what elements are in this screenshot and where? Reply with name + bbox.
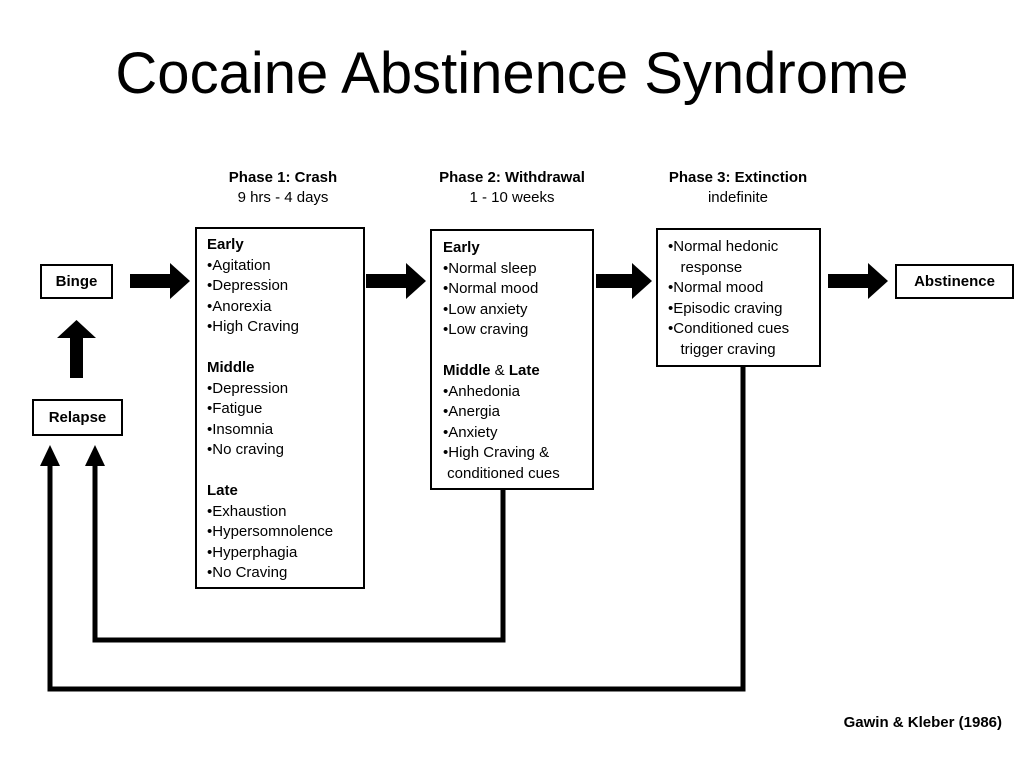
- symptom-item: •Normal mood: [668, 279, 764, 296]
- symptom-item: •Normal mood: [443, 280, 539, 297]
- symptom-item: •Hyperphagia: [207, 543, 298, 561]
- abstinence-box: Abstinence: [895, 264, 1014, 299]
- symptom-item: •Normal hedonic: [668, 238, 779, 255]
- symptom-item: •High Craving &: [443, 444, 550, 461]
- symptom-item: response: [668, 258, 743, 276]
- symptom-item: •Low craving: [443, 321, 529, 338]
- phase1-name: Phase 1: Crash: [228, 169, 338, 186]
- symptom-item: •Insomnia: [207, 420, 274, 438]
- phase1-header: Phase 1: Crash 9 hrs - 4 days: [198, 168, 368, 208]
- phase2-header: Phase 2: Withdrawal 1 - 10 weeks: [412, 168, 612, 208]
- symptom-item: •Normal sleep: [443, 259, 537, 277]
- phase2-section-early-title: Early: [443, 239, 480, 256]
- symptom-item: •Fatigue: [207, 400, 263, 417]
- symptom-item: •No Craving: [207, 564, 288, 581]
- phase1-section-middle-title: Middle: [207, 359, 255, 376]
- symptom-item: •Anorexia: [207, 297, 272, 315]
- phase2-section-middle-late-title: Middle & Late: [443, 361, 592, 382]
- phase2-ampersand: &: [490, 362, 509, 379]
- symptom-item: •Low anxiety: [443, 300, 528, 318]
- loop-phase3-arrowhead: [40, 445, 60, 466]
- symptom-item: •Anergia: [443, 403, 500, 420]
- symptom-item: •Depression: [207, 277, 289, 294]
- phase3-duration: indefinite: [707, 189, 769, 206]
- symptom-item: conditioned cues: [443, 464, 560, 482]
- symptom-item: •No craving: [207, 441, 284, 458]
- symptom-item: •Agitation: [207, 256, 271, 274]
- binge-label: Binge: [55, 273, 98, 290]
- phase3-name: Phase 3: Extinction: [668, 169, 808, 186]
- binge-box: Binge: [40, 264, 113, 299]
- relapse-label: Relapse: [48, 409, 107, 426]
- symptom-item: •Anxiety: [443, 423, 498, 441]
- arrow-relapse-to-binge: [57, 320, 96, 378]
- loop-phase3-to-relapse: [47, 366, 746, 692]
- loop-phase2-to-relapse: [92, 462, 506, 643]
- spacer: [207, 461, 363, 482]
- phase1-duration: 9 hrs - 4 days: [237, 189, 329, 206]
- spacer: [443, 341, 592, 362]
- phase3-box: •Normal hedonic response •Normal mood •E…: [656, 228, 821, 367]
- symptom-item: trigger craving: [668, 340, 776, 358]
- symptom-item: •Conditioned cues: [668, 320, 790, 337]
- spacer: [207, 338, 363, 359]
- phase1-box: Early •Agitation •Depression •Anorexia •…: [195, 227, 365, 589]
- phase2-middle-word: Middle: [443, 362, 491, 379]
- phase1-section-early-title: Early: [207, 236, 244, 253]
- arrow-phase2-to-phase3: [596, 263, 652, 299]
- arrow-phase3-to-abstinence: [828, 263, 888, 299]
- symptom-item: •High Craving: [207, 318, 299, 335]
- symptom-item: •Anhedonia: [443, 382, 520, 400]
- symptom-item: •Exhaustion: [207, 502, 287, 520]
- abstinence-label: Abstinence: [914, 273, 995, 290]
- relapse-box: Relapse: [32, 399, 123, 436]
- symptom-item: •Episodic craving: [668, 299, 783, 317]
- phase2-box: Early •Normal sleep •Normal mood •Low an…: [430, 229, 594, 490]
- arrow-binge-to-phase1: [130, 263, 190, 299]
- page-title: Cocaine Abstinence Syndrome: [115, 41, 909, 106]
- symptom-item: •Depression: [207, 379, 289, 397]
- citation: Gawin & Kleber (1986): [843, 714, 1002, 731]
- phase3-header: Phase 3: Extinction indefinite: [648, 168, 828, 208]
- phase2-late-word: Late: [508, 362, 540, 379]
- phase2-name: Phase 2: Withdrawal: [439, 169, 585, 186]
- symptom-item: •Hypersomnolence: [207, 523, 334, 540]
- phase1-section-late-title: Late: [207, 482, 238, 499]
- arrow-phase1-to-phase2: [366, 263, 426, 299]
- phase2-duration: 1 - 10 weeks: [469, 189, 555, 206]
- loop-phase2-arrowhead: [85, 445, 105, 466]
